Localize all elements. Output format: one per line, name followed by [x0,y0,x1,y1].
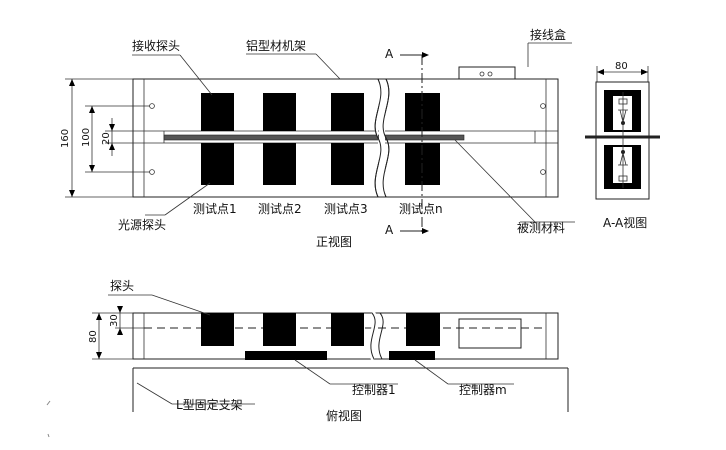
dim-height-label: 160 [60,129,71,148]
mount-hole [540,103,546,109]
test-point-label: 测试点2 [258,201,302,216]
section-view: 80 A-A视图 [585,61,660,230]
top-offset-label: 30 [109,314,120,327]
section-mark-bottom: A [385,223,394,237]
top-probe-block [331,313,364,346]
section-arrowhead [422,228,429,234]
section-mark-top: A [385,47,394,61]
l-bracket-label: L型固定支架 [176,397,243,412]
dim-inner-label: 100 [81,128,92,147]
mount-hole [149,169,155,175]
leader-line [151,294,211,316]
top-view: 80 30 探头 L型固定支架 控制器1 控制器m 俯视图 [88,279,569,423]
section-upper-window [613,96,632,130]
scan-mark [47,433,50,438]
front-view: A A 160 100 20 接收探头 铝型材机架 接线盒 光源探头 [60,27,575,249]
controller-bar [389,351,435,360]
controller-bar [245,351,327,360]
front-view-caption: 正视图 [316,234,352,249]
leader-line [294,359,331,385]
light-source-probe-block [331,143,364,185]
leader-line [414,359,449,385]
light-source-probe-label: 光源探头 [118,218,166,232]
top-probe-block [201,313,234,346]
leader-line [179,54,213,96]
scan-mark [46,400,51,406]
section-arrowhead [422,52,429,58]
junction-box [458,66,516,80]
test-point-label: 测试点1 [193,201,237,216]
top-height-label: 80 [88,330,99,343]
leader-line [315,53,341,80]
light-source-probe-block [201,143,234,185]
junction-box-connector [487,71,493,77]
receiver-probe-block [331,93,364,131]
mount-hole [149,103,155,109]
junction-box-connector [479,71,485,77]
aluminum-frame-label: 铝型材机架 [246,38,306,53]
section-width-label: 80 [615,61,628,72]
test-point-label: 测试点3 [324,201,368,216]
aluminum-frame-body [132,78,559,198]
light-source-probe-block [263,143,296,185]
mount-hole [540,169,546,175]
section-outer-frame [595,81,650,200]
section-view-caption: A-A视图 [603,215,647,230]
top-break-line [378,312,384,360]
leader-line [164,182,211,216]
controller-1-label: 控制器1 [352,383,396,397]
top-probe-block [263,313,296,346]
receiver-probe-block [201,93,234,131]
receiver-probe-block [263,93,296,131]
top-probe-block [406,313,440,346]
controller-m-label: 控制器m [459,383,507,397]
top-break-line [370,312,376,360]
junction-box-label: 接线盒 [530,27,566,42]
dim-gap-label: 20 [101,132,112,145]
leader-line [136,382,173,405]
test-point-label: 测试点n [399,201,443,216]
receiver-probe-label: 接收探头 [132,38,180,53]
top-junction-box [458,318,522,349]
measured-material-strip [163,134,465,141]
break-gap [379,80,385,196]
probe-label: 探头 [110,279,134,293]
top-view-caption: 俯视图 [326,408,362,423]
leader-line [454,139,536,223]
measured-material-label: 被测材料 [517,221,565,235]
